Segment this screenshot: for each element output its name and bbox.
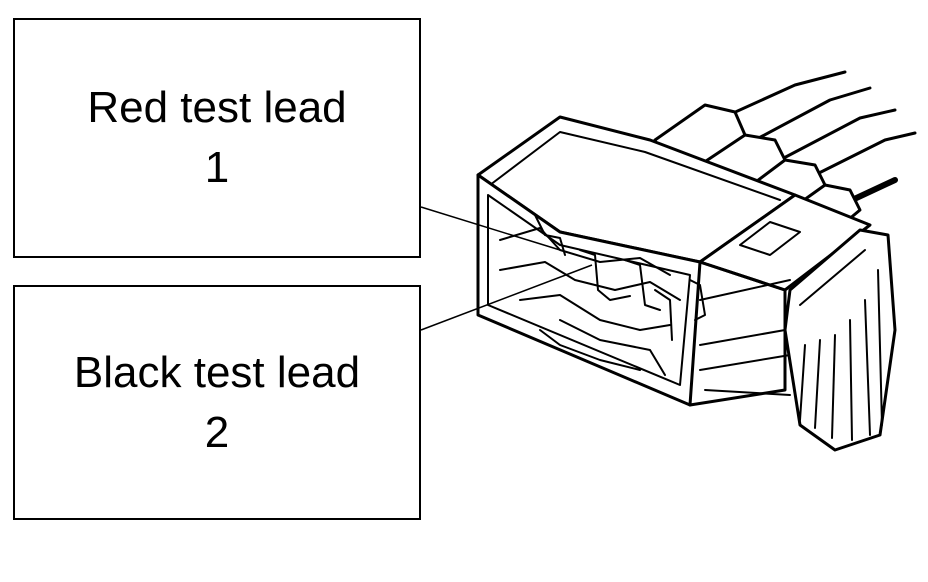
leader-line-black [420, 264, 593, 331]
callout-black-test-lead: Black test lead 2 [13, 285, 421, 520]
terminal-cavities [499, 214, 706, 376]
callout-number: 1 [204, 143, 230, 192]
callout-label: Red test lead [87, 83, 347, 132]
callout-label: Black test lead [73, 347, 361, 397]
connector-latch [783, 228, 897, 452]
callout-red-test-lead: Red test lead 1 [13, 18, 421, 258]
callout-number: 2 [204, 407, 230, 457]
connector-front-face [476, 173, 702, 407]
leader-line-red [420, 206, 561, 251]
